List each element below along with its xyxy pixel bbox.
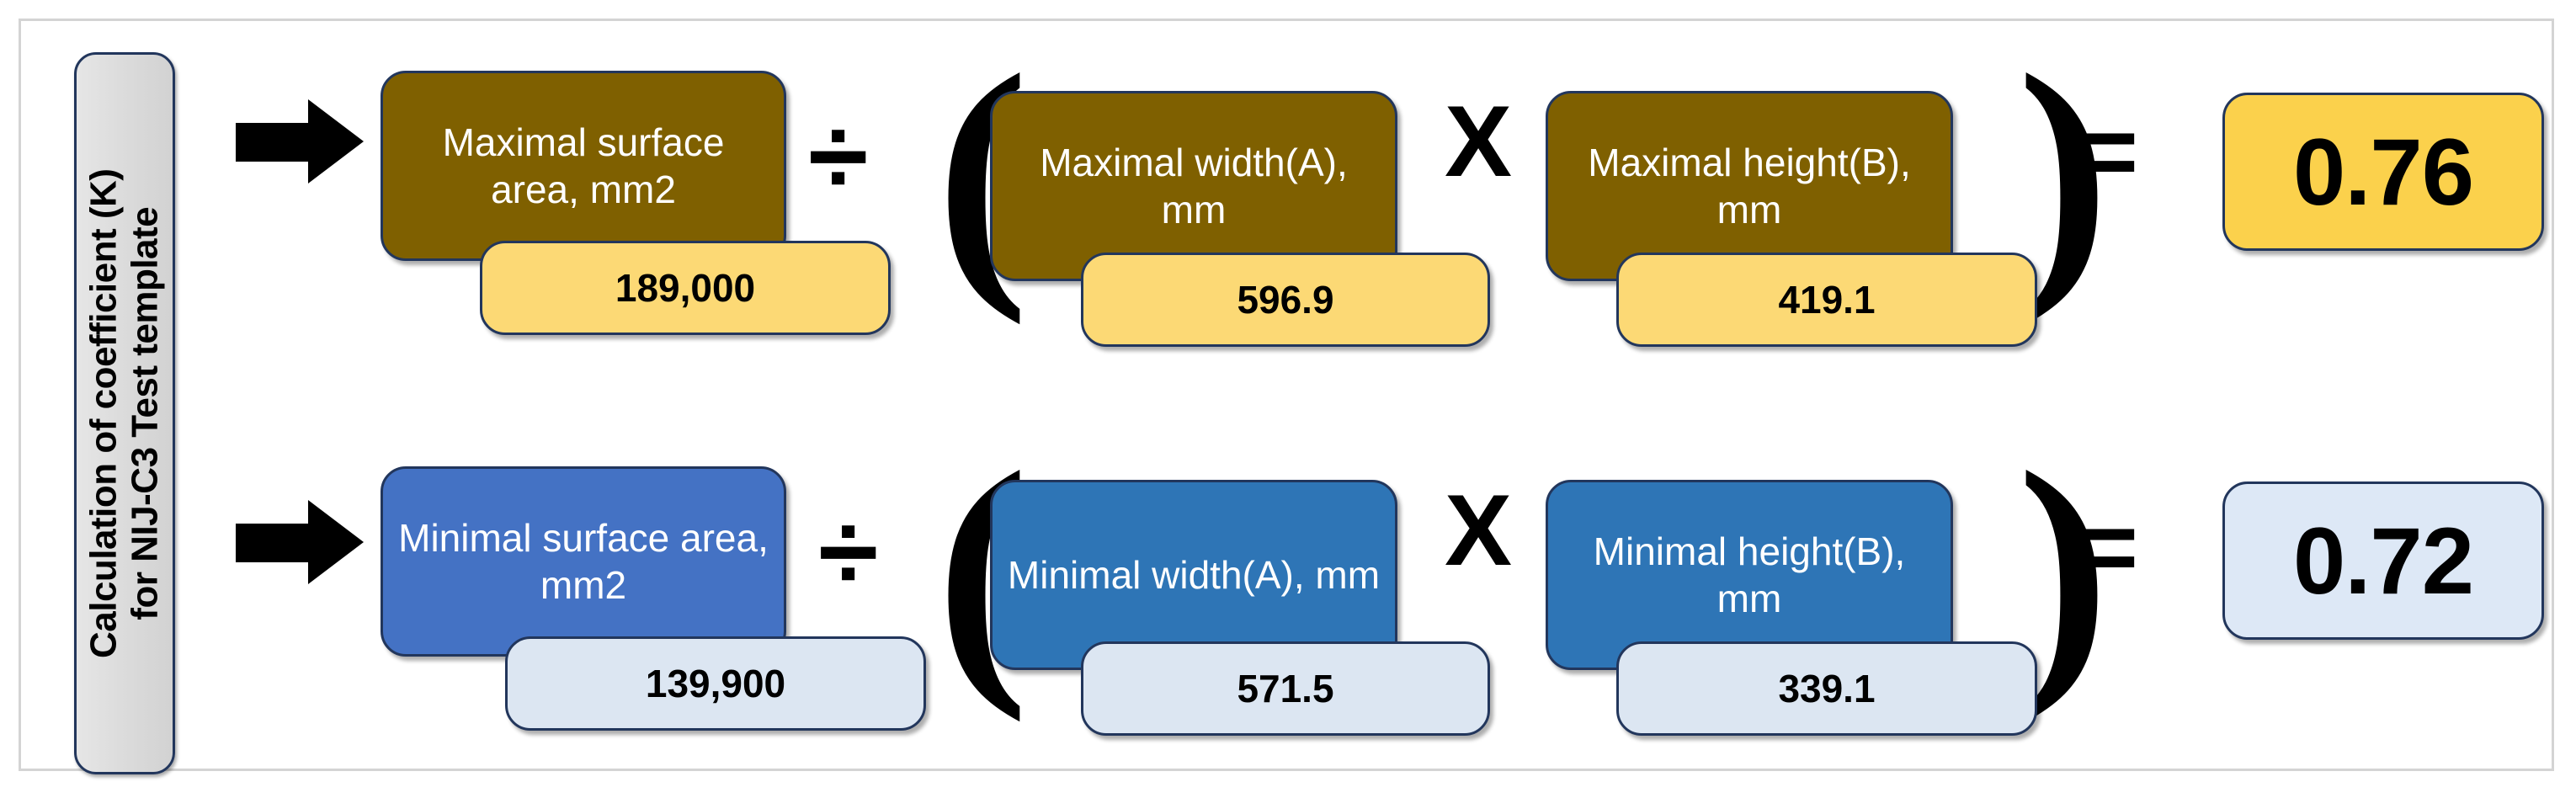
maximal-surface-area-value: 189,000 <box>480 241 891 335</box>
arrow-shaft <box>236 123 313 162</box>
multiply-icon-maximal: X <box>1445 85 1513 198</box>
minimal-height-value: 339.1 <box>1616 641 2037 736</box>
minimal-width-value: 571.5 <box>1081 641 1490 736</box>
vertical-title-box: Calculation of coefficient (K) for NIJ-C… <box>74 52 175 774</box>
arrow-head <box>308 99 364 184</box>
minimal-height-label: Minimal height(B), mm <box>1546 480 1953 670</box>
maximal-result-value: 0.76 <box>2222 93 2544 251</box>
arrow-right-icon-minimal <box>236 500 364 584</box>
vertical-title-line-2: for NIJ-C3 Test template <box>125 206 167 620</box>
minimal-surface-area-value: 139,900 <box>505 636 926 731</box>
vertical-title-text: Calculation of coefficient (K) for NIJ-C… <box>83 168 167 657</box>
divide-icon-maximal: ÷ <box>808 94 869 217</box>
maximal-height-label: Maximal height(B), mm <box>1546 91 1953 281</box>
arrow-head <box>308 500 364 584</box>
vertical-title-line-1: Calculation of coefficient (K) <box>82 168 125 658</box>
equals-icon-minimal: = <box>2079 491 2139 604</box>
maximal-height-value: 419.1 <box>1616 253 2037 347</box>
arrow-shaft <box>236 524 313 562</box>
divide-icon-minimal: ÷ <box>818 490 879 613</box>
equals-icon-maximal: = <box>2079 95 2139 208</box>
multiply-icon-minimal: X <box>1445 474 1513 587</box>
maximal-surface-area-label: Maximal surface area, mm2 <box>381 71 786 261</box>
minimal-surface-area-label: Minimal surface area, mm2 <box>381 466 786 657</box>
arrow-right-icon-maximal <box>236 99 364 184</box>
minimal-result-value: 0.72 <box>2222 481 2544 640</box>
maximal-width-value: 596.9 <box>1081 253 1490 347</box>
